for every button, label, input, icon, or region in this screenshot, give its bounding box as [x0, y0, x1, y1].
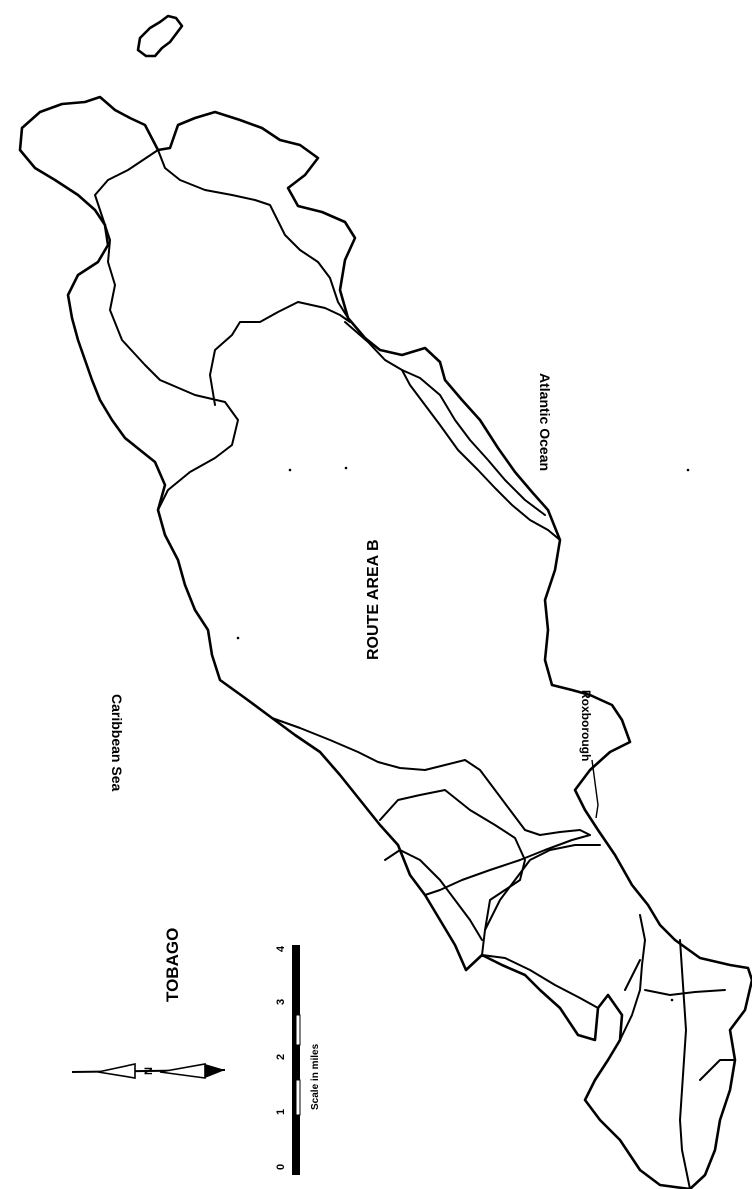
scale-title: Scale in miles [310, 1043, 321, 1110]
atlantic-ocean-label: Atlantic Ocean [537, 373, 553, 471]
map-dot [686, 468, 690, 472]
map-dot [236, 636, 240, 640]
north-label: N [143, 1067, 155, 1075]
boundary-south-9 [699, 1059, 736, 1081]
boundary-south-5 [481, 954, 599, 1009]
boundary-coastal-strip-2 [401, 369, 546, 516]
offshore-island [136, 14, 184, 58]
boundary-south-4 [484, 844, 601, 931]
boundary-area-b-south [271, 717, 591, 836]
boundary-ne-2 [94, 149, 159, 211]
boundary-south-1 [379, 789, 526, 956]
boundary-south-6 [619, 914, 646, 1041]
boundary-south-7 [644, 989, 726, 996]
town-leader-line [591, 759, 599, 819]
scale-tick-1: 1 [275, 1109, 287, 1115]
boundary-ne-1 [157, 149, 349, 319]
island-coastline [18, 95, 752, 1189]
scale-tick-4: 4 [275, 945, 287, 952]
arrow-tail-icon [97, 1063, 136, 1079]
map-dot [288, 468, 292, 472]
route-area-label: ROUTE AREA B [365, 539, 382, 660]
scale-tick-3: 3 [275, 999, 287, 1005]
scale-tick-0: 0 [275, 1164, 287, 1170]
caribbean-sea-label: Caribbean Sea [109, 694, 125, 791]
roxborough-label: Roxborough [579, 690, 593, 761]
boundary-west-divide [99, 209, 239, 511]
scale-tick-2: 2 [275, 1054, 287, 1060]
map-dot [344, 466, 348, 470]
arrow-tip-icon [205, 1064, 225, 1078]
boundary-south-8 [679, 939, 691, 1189]
scale-bar: 0 1 2 3 4 Scale in miles [275, 945, 321, 1175]
boundary-south-10 [624, 959, 641, 991]
north-arrow: N [71, 1063, 226, 1079]
boundary-south-2 [384, 849, 483, 941]
boundary-south-3 [424, 834, 591, 896]
boundary-area-b-north [209, 301, 351, 406]
island-label: TOBAGO [163, 928, 182, 1002]
map-dot [670, 998, 674, 1002]
boundary-coastal-strip [344, 321, 561, 541]
arrow-head-icon [159, 1063, 206, 1079]
